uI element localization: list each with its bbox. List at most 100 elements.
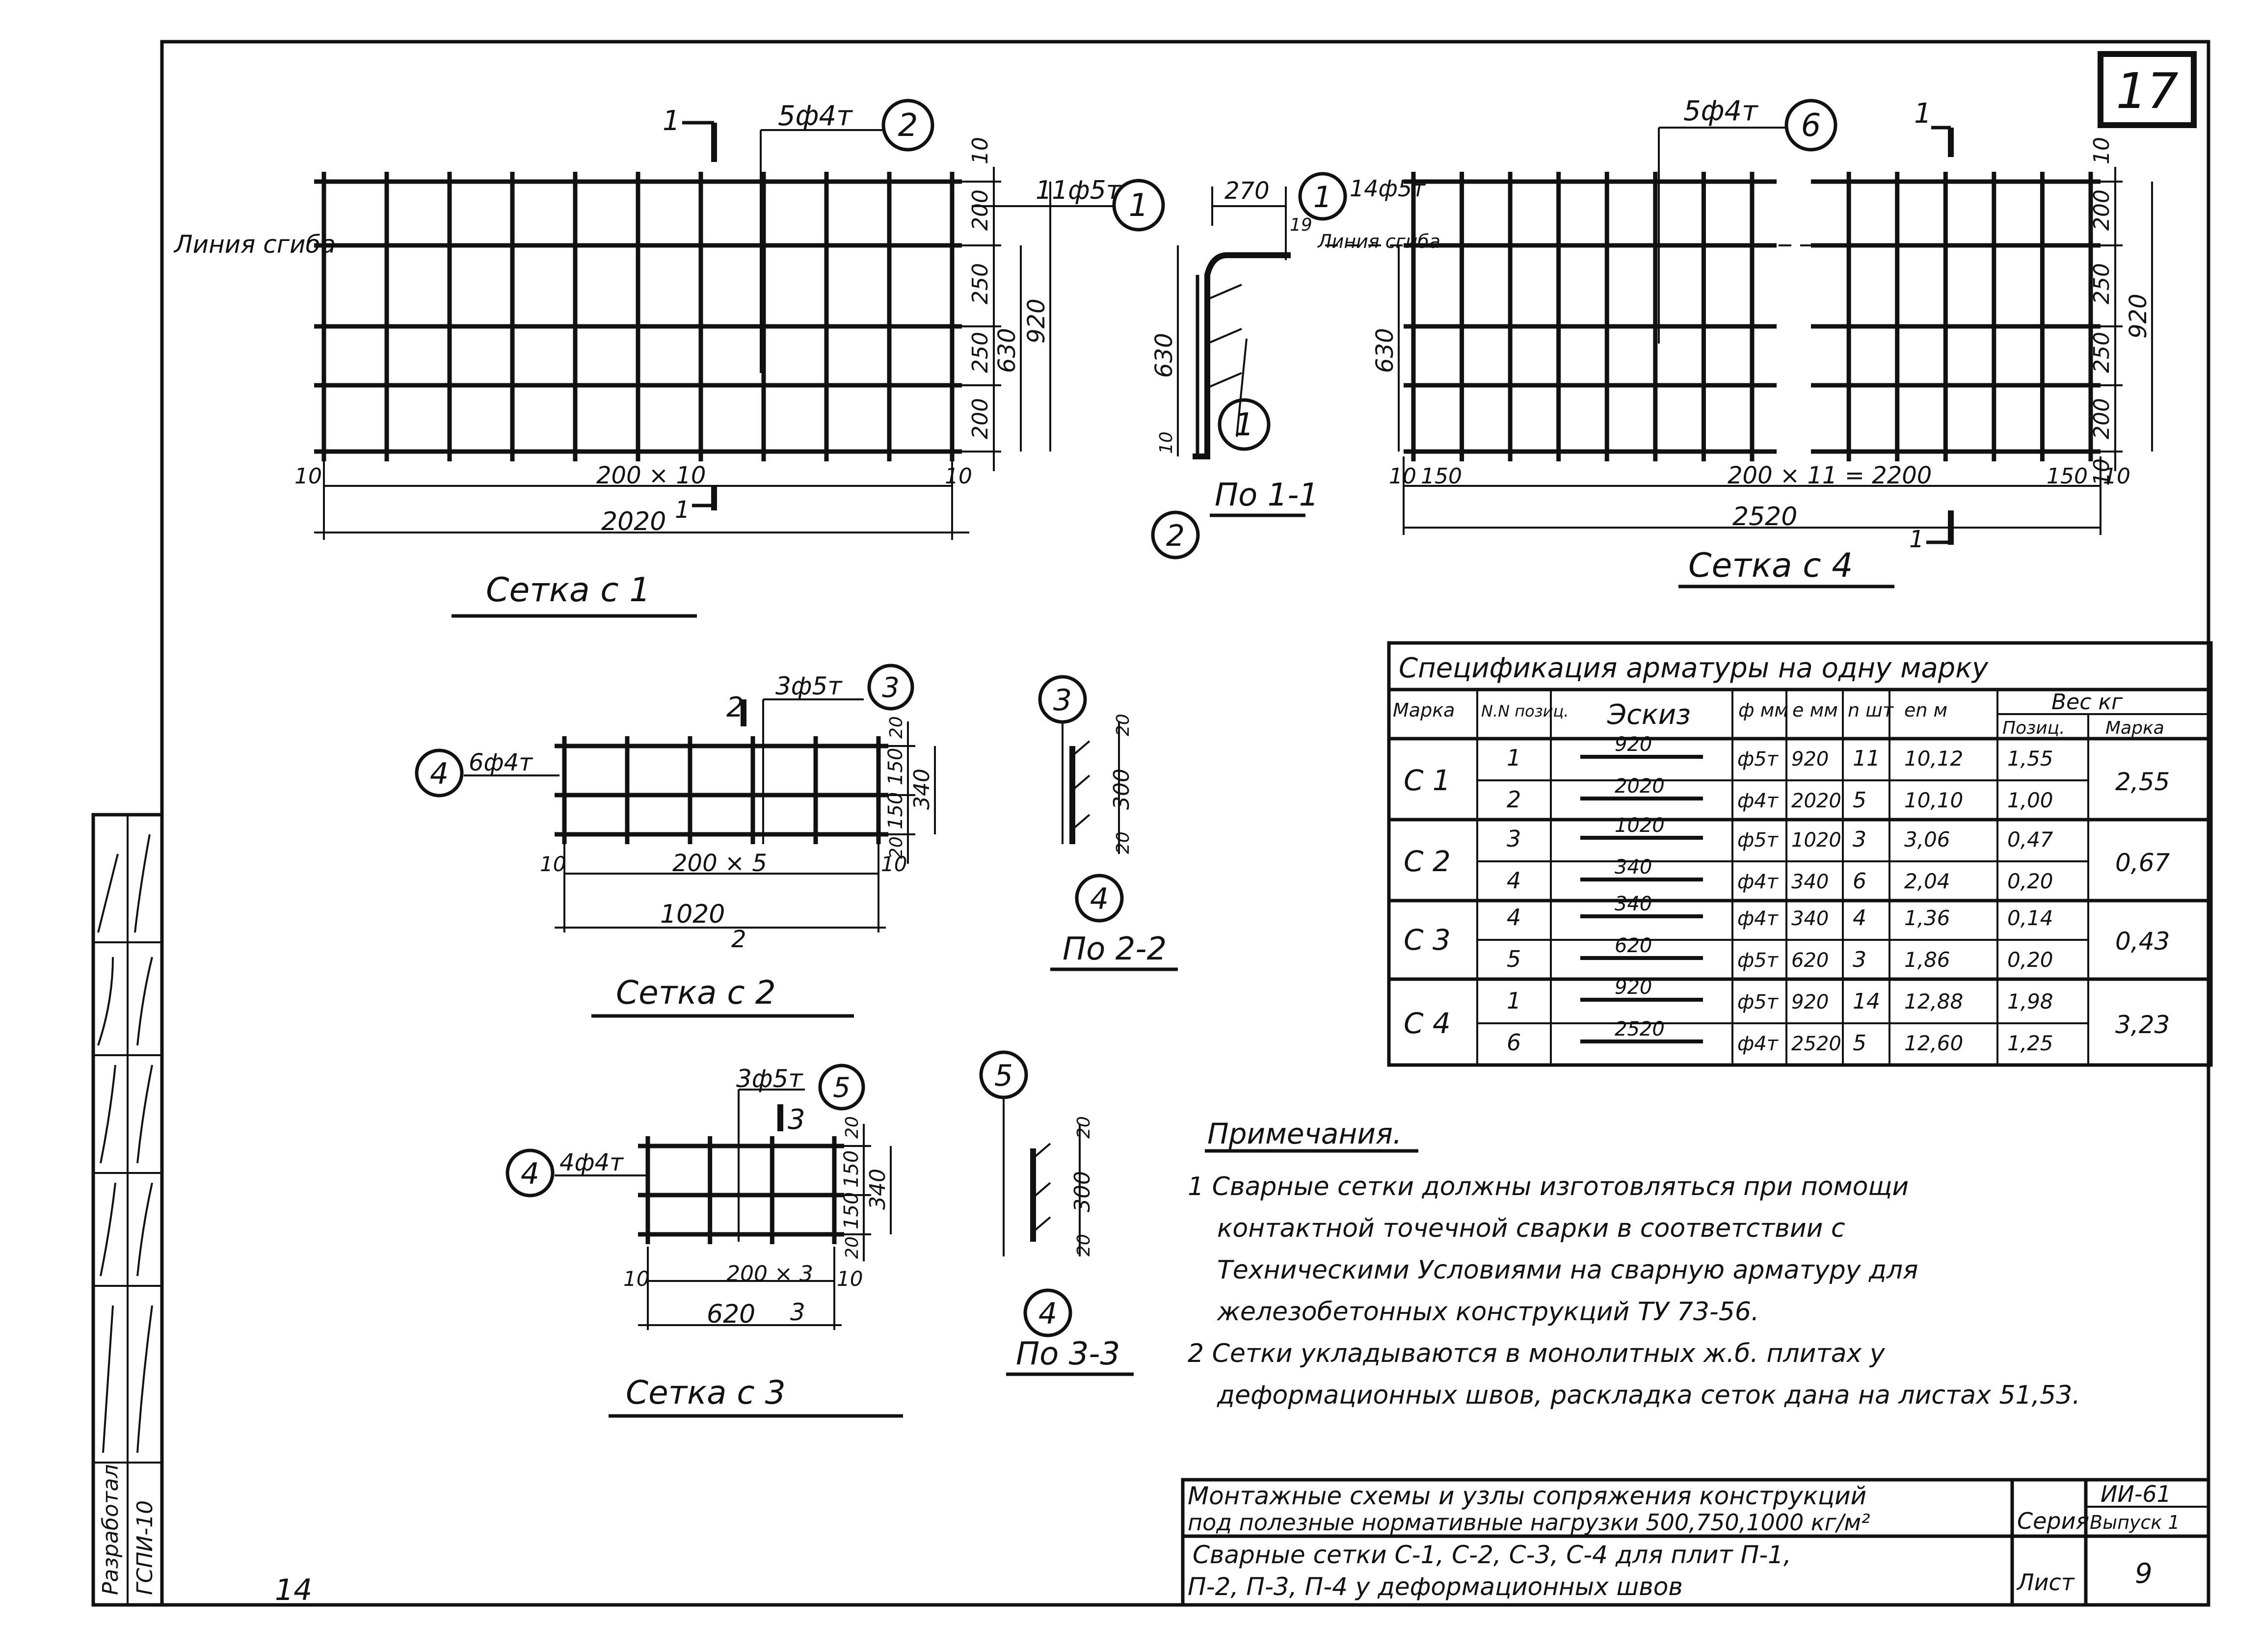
section-1-pos-1-side: 1 xyxy=(1234,407,1254,443)
section-1-dim-270: 270 xyxy=(1224,177,1270,205)
mesh-c1-dim-200x10: 200 × 10 xyxy=(596,462,706,489)
spec-row-count: 11 xyxy=(1853,746,1880,771)
section-1-dim-630: 630 xyxy=(1150,333,1178,378)
sheet-number-box xyxy=(2098,51,2197,128)
spec-row-weight-mark: 3,23 xyxy=(2115,1011,2170,1039)
mesh-c2-left-callout: 6ф4т xyxy=(469,749,533,776)
mesh-c1-dim-630: 630 xyxy=(993,328,1021,373)
spec-row-total: 3,06 xyxy=(1904,827,1950,852)
spec-row-sketch: 920 xyxy=(1615,976,1652,999)
mesh-c3-dim-10-right: 10 xyxy=(837,1267,863,1291)
spec-row-count: 5 xyxy=(1853,1031,1866,1056)
section-2-dim-20-bottom: 20 xyxy=(1113,831,1133,854)
spec-row-weight-pos: 1,55 xyxy=(2007,746,2053,771)
spec-row-mark: С 2 xyxy=(1404,845,1451,878)
spec-row-pos: 3 xyxy=(1507,826,1521,852)
mesh-c1: Линия сгиба 5ф4т 2 1 1 11ф5т 1 10 200 25… xyxy=(173,99,1165,618)
mesh-c3-dim-10-left: 10 xyxy=(623,1267,649,1291)
spec-row-sketch: 2020 xyxy=(1615,775,1665,798)
mesh-c1-dim-2020: 2020 xyxy=(601,507,666,536)
mesh-c4: 5ф4т 6 1 1 630 10 200 250 250 200 10 920… xyxy=(1325,95,2153,588)
mesh-c1-bend-label: Линия сгиба xyxy=(173,230,336,259)
mesh-c1-top-callout: 5ф4т xyxy=(778,100,853,132)
spec-row-weight-pos: 1,98 xyxy=(2007,989,2053,1013)
side-stamp-org: ГСПИ-10 xyxy=(133,1500,158,1595)
spec-row-count: 6 xyxy=(1853,869,1866,894)
spec-row-weight-pos: 0,14 xyxy=(2007,906,2053,930)
spec-header-count: n шт xyxy=(1848,699,1894,721)
spec-header-total-len: еn м xyxy=(1904,699,1947,721)
mesh-c3-title: Сетка с 3 xyxy=(626,1374,786,1412)
section-1-dim-19: 19 xyxy=(1290,215,1312,235)
section-1-bar xyxy=(1193,252,1291,459)
mesh-c4-top-callout: 5ф4т xyxy=(1683,95,1758,127)
mesh-c4-section-mark-bottom: 1 xyxy=(1909,526,1924,553)
side-stamp: Разработал ГСПИ-10 xyxy=(91,813,164,1607)
mesh-c1-section-mark-bottom: 1 xyxy=(675,496,690,524)
spec-row-mark: С 3 xyxy=(1404,923,1451,957)
spec-row-dia: ф4т xyxy=(1737,907,1779,930)
mesh-c1-right-callout: 11ф5т xyxy=(1036,176,1122,205)
mesh-c2-dim-10-right: 10 xyxy=(881,852,907,876)
section-3-dim-20-bottom: 20 xyxy=(1074,1234,1094,1256)
notes-line-3: Техническими Условиями на сварную армату… xyxy=(1217,1255,1918,1285)
mesh-c4-dim-150-right: 150 xyxy=(2047,464,2088,489)
spec-row-dia: ф5т xyxy=(1737,748,1779,771)
title-block-sub-line1: Сварные сетки С-1, С-2, С-3, С-4 для пли… xyxy=(1193,1541,1791,1569)
spec-row-count: 3 xyxy=(1853,827,1866,852)
mesh-c2-dim-20-top: 20 xyxy=(886,716,906,739)
mesh-c2-section-mark-bottom: 2 xyxy=(731,926,746,953)
mesh-c3-dim-200x3: 200 × 3 xyxy=(726,1261,813,1286)
mesh-c2-dim-200x5: 200 × 5 xyxy=(672,850,767,877)
section-2-title: По 2-2 xyxy=(1063,931,1167,967)
mesh-c3-dim-20-top: 20 xyxy=(842,1116,862,1139)
mesh-c4-dim-10-top: 10 xyxy=(2089,137,2114,164)
mesh-c2-dim-340: 340 xyxy=(909,769,934,810)
spec-row-sketch: 340 xyxy=(1615,893,1652,915)
side-stamp-role: Разработал xyxy=(98,1464,123,1595)
spec-row-weight-mark: 2,55 xyxy=(2115,768,2170,796)
spec-row-pos: 6 xyxy=(1507,1029,1521,1056)
spec-row-count: 5 xyxy=(1853,788,1866,813)
notes-line-4: железобетонных конструкций ТУ 73-56. xyxy=(1217,1297,1759,1327)
spec-row-pos: 5 xyxy=(1507,946,1521,972)
mesh-c4-dim-150-left: 150 xyxy=(1421,464,1462,489)
page-left-number: 14 xyxy=(275,1573,312,1607)
notes-line-6: деформационных швов, раскладка сеток дан… xyxy=(1217,1381,2080,1410)
spec-header-weight-pos: Позиц. xyxy=(2002,718,2065,738)
section-1-pos-1-top: 1 xyxy=(1313,180,1332,214)
mesh-c4-dim-920: 920 xyxy=(2125,293,2152,339)
mesh-c4-title: Сетка с 4 xyxy=(1688,546,1853,585)
section-3-dim-20-top: 20 xyxy=(1074,1116,1094,1139)
spec-row-dia: ф4т xyxy=(1737,1033,1779,1055)
spec-row-len: 2520 xyxy=(1791,1033,1841,1055)
mesh-c1-top-pos-marker xyxy=(881,99,934,152)
mesh-c1-dim-250a: 250 xyxy=(968,263,993,304)
title-block-issue: Выпуск 1 xyxy=(2090,1512,2180,1533)
spec-row-len: 620 xyxy=(1791,949,1829,972)
spec-row-len: 340 xyxy=(1791,907,1829,930)
mesh-c3-grid xyxy=(638,1136,844,1244)
mesh-c1-dim-200a: 200 xyxy=(968,189,993,231)
spec-row-total: 10,10 xyxy=(1904,788,1963,812)
mesh-c4-top-pos: 6 xyxy=(1801,107,1821,144)
section-1-dim-10: 10 xyxy=(1156,431,1176,454)
mesh-c4-grid xyxy=(1404,172,2101,461)
mesh-c1-dim-10: 10 xyxy=(968,137,993,164)
section-1-bend-label: Линия сгиба xyxy=(1317,231,1440,252)
spec-row-pos: 4 xyxy=(1507,904,1521,931)
section-2-2: 3 20 300 20 4 По 2-2 xyxy=(1038,675,1178,971)
spec-row-total: 2,04 xyxy=(1904,869,1950,893)
spec-row-len: 920 xyxy=(1791,991,1829,1013)
spec-table: Спецификация арматуры на одну марку Марк… xyxy=(1387,641,2213,1067)
mesh-c1-dim-10-left: 10 xyxy=(294,464,322,489)
section-1-title: По 1-1 xyxy=(1215,477,1319,513)
title-block-sheet-value: 9 xyxy=(2135,1558,2153,1590)
mesh-c2-dim-150a: 150 xyxy=(884,748,907,785)
mesh-c3-dim-620: 620 xyxy=(707,1300,755,1329)
spec-header-sketch: Эскиз xyxy=(1607,699,1691,731)
spec-header-dia: ф мм xyxy=(1738,699,1788,721)
mesh-c3-top-callout: 3ф5т xyxy=(736,1065,803,1093)
spec-row-weight-mark: 0,43 xyxy=(2115,927,2170,956)
